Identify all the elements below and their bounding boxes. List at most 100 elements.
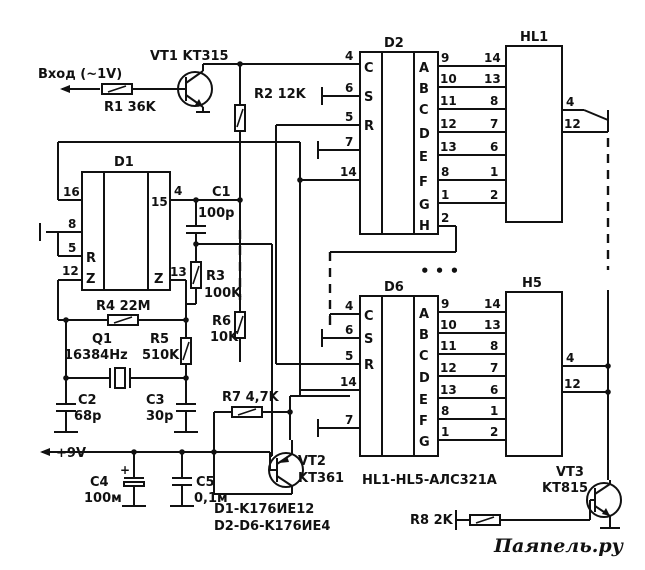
- d6-pin-s: S: [364, 332, 373, 347]
- d6-pin-6: 6: [345, 323, 353, 337]
- c3-value: 30p: [146, 409, 173, 424]
- hl1-pin-4: 4: [566, 95, 574, 109]
- hl1-in-2: 2: [490, 188, 498, 202]
- r3-label: R3: [206, 269, 225, 284]
- r2-label: R2 12K: [254, 87, 307, 102]
- vt3-label: VT3: [556, 465, 584, 480]
- d2-chip: D2 C S R: [359, 36, 439, 235]
- d2-out-10: 10: [440, 72, 457, 86]
- hl1-label: HL1: [520, 30, 548, 45]
- c3-label: C3: [146, 393, 165, 408]
- hl1-in-14: 14: [484, 51, 501, 65]
- d1-pin-15: 15: [151, 195, 168, 209]
- d2-seg-e: E: [419, 150, 428, 165]
- d6-out-11: 11: [440, 339, 457, 353]
- h5-in-6: 6: [490, 383, 498, 397]
- h5-in-8: 8: [490, 339, 498, 353]
- d6-pin-c: C: [364, 309, 374, 324]
- c4-label: C4: [90, 475, 109, 490]
- c4-value: 100м: [84, 491, 122, 506]
- hl-note: HL1-HL5-АЛС321А: [362, 473, 497, 488]
- d1-pin-8: 8: [68, 217, 76, 231]
- vt1-label: VT1 KT315: [150, 49, 229, 64]
- d2-seg-b: B: [419, 82, 429, 97]
- d2-out-11: 11: [440, 94, 457, 108]
- h5-in-13: 13: [484, 318, 501, 332]
- h5-in-1: 1: [490, 404, 498, 418]
- d6-out-8: 8: [441, 404, 449, 418]
- d2-pin-7: 7: [345, 135, 353, 149]
- d1-pin-13: 13: [170, 265, 187, 279]
- d6-seg-a: A: [419, 307, 429, 322]
- r8-label: R8 2K: [410, 513, 454, 528]
- vt2-value: KT361: [298, 471, 344, 486]
- d6-out-9: 9: [441, 297, 449, 311]
- d6-pin-5: 5: [345, 349, 353, 363]
- d2-out-9: 9: [441, 51, 449, 65]
- q1-value: 16384Hz: [64, 348, 128, 363]
- d2-out-8: 8: [441, 165, 449, 179]
- d2-pin-6: 6: [345, 81, 353, 95]
- d1-chip: D1 R Z Z 16 8 5 12 15 4 13: [46, 155, 240, 291]
- d6-pin-r: R: [364, 358, 374, 373]
- hl1-in-6: 6: [490, 140, 498, 154]
- hl1-in-1: 1: [490, 165, 498, 179]
- d2-out-2: 2: [441, 211, 449, 225]
- watermark: Паяпель.ру: [493, 535, 625, 557]
- c1-value: 100p: [198, 206, 234, 221]
- r6-label: R6: [212, 314, 231, 329]
- d2-out-12: 12: [440, 117, 457, 131]
- r5-value: 510K: [142, 348, 180, 363]
- hl1-in-8: 8: [490, 94, 498, 108]
- d1-pin-16: 16: [63, 185, 80, 199]
- hl1-in-13: 13: [484, 72, 501, 86]
- d2-seg-f: F: [419, 175, 428, 190]
- d6-outputs: A B C D E F G 9 10 11 12 13 8 1: [419, 297, 506, 450]
- d6-out-1: 1: [441, 425, 449, 439]
- d2-pin-s: S: [364, 90, 373, 105]
- c5-label: C5: [196, 475, 215, 490]
- d2-seg-g: G: [419, 198, 430, 213]
- r6-value: 10K: [210, 330, 239, 345]
- r7-label: R7 4,7K: [222, 390, 280, 405]
- d6-seg-b: B: [419, 328, 429, 343]
- c4-plus: +: [120, 463, 130, 477]
- input-label: Вход (~1V): [38, 67, 122, 82]
- d1-pin-12: 12: [62, 264, 79, 278]
- d2-pin-14: 14: [340, 165, 357, 179]
- d2-label: D2: [384, 36, 404, 51]
- d6-seg-g: G: [419, 435, 430, 450]
- d2-pin-5: 5: [345, 110, 353, 124]
- d2-outputs: A B C D E F G H 9 10 11 12 13 8 1 2: [328, 51, 506, 325]
- d1-pin-5: 5: [68, 241, 76, 255]
- h5-in-2: 2: [490, 425, 498, 439]
- d6-seg-f: F: [419, 414, 428, 429]
- vt2-label: VT2: [298, 454, 326, 469]
- d2-seg-d: D: [419, 127, 430, 142]
- r3-value: 100K: [204, 286, 242, 301]
- hl1-in-7: 7: [490, 117, 498, 131]
- vt3-value: KT815: [542, 481, 588, 496]
- hl1-pin-12: 12: [564, 117, 581, 131]
- d6-seg-e: E: [419, 393, 428, 408]
- c2-label: C2: [78, 393, 97, 408]
- h5-display: H5 14 13 8 7 6 1 2: [484, 276, 563, 457]
- ellipsis-dots: • • •: [420, 262, 459, 280]
- d1-pin-z-left: Z: [86, 272, 95, 287]
- d6-out-10: 10: [440, 318, 457, 332]
- d2-seg-a: A: [419, 61, 429, 76]
- hl1-display: HL1 14 13 8 7 6 1 2: [484, 30, 563, 223]
- d1-pin-r: R: [86, 251, 96, 266]
- d6-out-13: 13: [440, 383, 457, 397]
- vt3-transistor: [586, 480, 622, 529]
- vplus-label: +9V: [56, 446, 86, 461]
- h5-label: H5: [522, 276, 542, 291]
- h5-in-14: 14: [484, 297, 501, 311]
- q1-label: Q1: [92, 332, 112, 347]
- d6-out-12: 12: [440, 361, 457, 375]
- d2-pin-r: R: [364, 119, 374, 134]
- c1-label: C1: [212, 185, 231, 200]
- d6-seg-d: D: [419, 371, 430, 386]
- d6-pin-4: 4: [345, 299, 353, 313]
